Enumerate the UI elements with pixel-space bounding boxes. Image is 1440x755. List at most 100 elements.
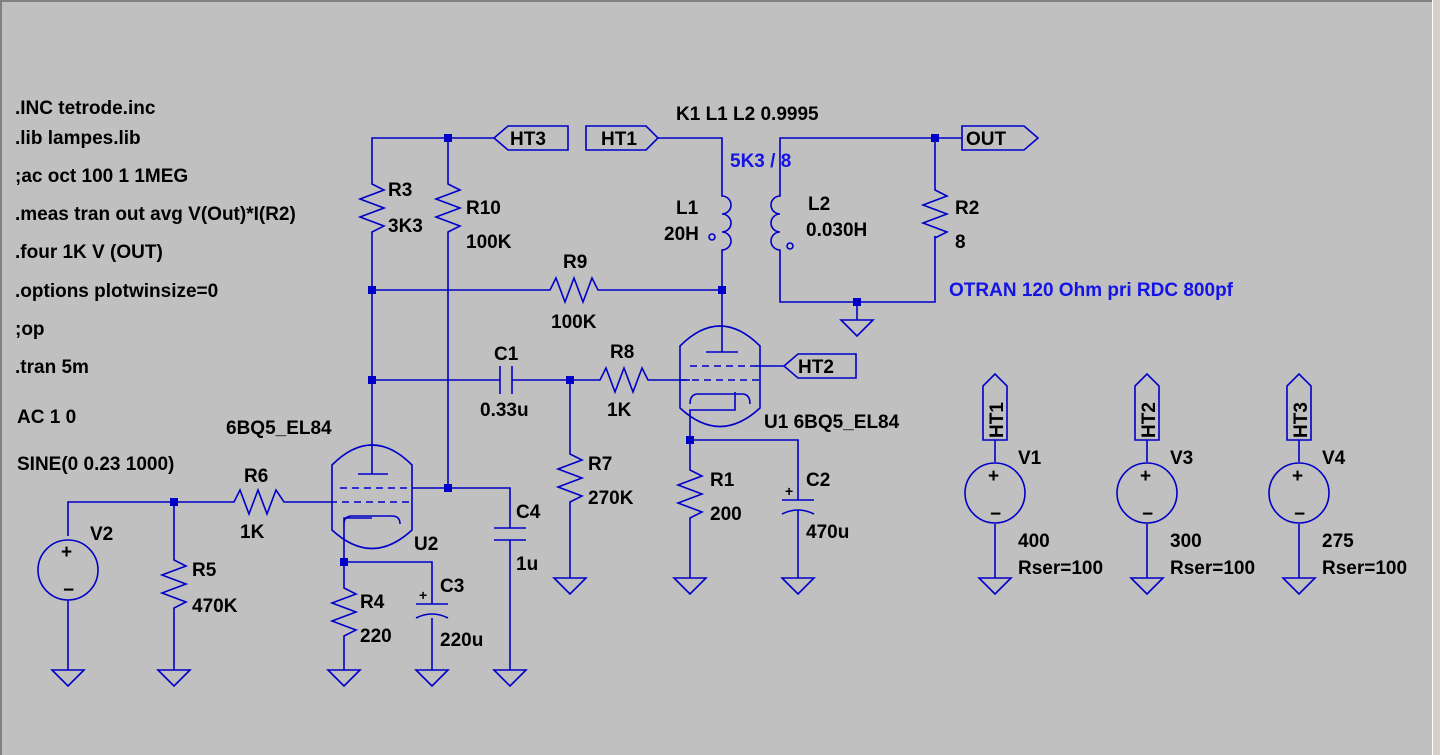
svg-text:HT2: HT2 [798, 357, 834, 378]
directive-meas[interactable]: .meas tran out avg V(Out)*I(R2) [15, 204, 296, 225]
r5-value: 470K [192, 596, 238, 617]
v3-value: 300 [1170, 531, 1202, 552]
transformer-note[interactable]: OTRAN 120 Ohm pri RDC 800pf [949, 280, 1234, 301]
resistor-r6[interactable]: R6 1K [230, 466, 290, 543]
resistor-r1[interactable]: R1 200 [675, 460, 742, 525]
u2-model: 6BQ5_EL84 [226, 418, 332, 439]
directive-four[interactable]: .four 1K V (OUT) [15, 242, 163, 263]
inductor-l2[interactable]: L2 0.030H [770, 185, 867, 258]
ground-symbol[interactable] [1129, 577, 1165, 596]
r7-label: R7 [588, 454, 612, 475]
junction-dot [718, 286, 726, 294]
r2-label: R2 [955, 198, 979, 219]
wire-u2-c3 [344, 561, 433, 596]
r4-value: 220 [360, 626, 392, 647]
c4-value: 1u [516, 554, 538, 575]
v1-label: V1 [1018, 448, 1042, 469]
v3-label: V3 [1170, 448, 1193, 469]
c2-polarity: + [785, 483, 793, 499]
v4-rser: Rser=100 [1322, 558, 1407, 579]
u1-label: U1 6BQ5_EL84 [764, 412, 900, 433]
c2-value: 470u [806, 522, 849, 543]
wire-l2-top [779, 137, 936, 185]
ground-symbol[interactable] [780, 577, 816, 596]
netlabel-out[interactable]: OUT [961, 125, 1040, 151]
directive-op[interactable]: ;op [15, 319, 45, 340]
transformer-ratio-comment[interactable]: 5K3 / 8 [730, 151, 791, 172]
resistor-r4[interactable]: R4 220 [329, 582, 392, 650]
r3-value: 3K3 [388, 216, 423, 237]
l1-value: 20H [664, 224, 699, 245]
capacitor-c3[interactable]: + C3 220u [415, 576, 483, 651]
v3-net-label: HT2 [1139, 402, 1160, 438]
svg-text:OUT: OUT [966, 129, 1007, 150]
v2-label: V2 [90, 524, 113, 545]
voltage-source-v4[interactable]: HT3 + − V4 275 Rser=100 [1268, 372, 1407, 579]
ground-symbol[interactable] [492, 669, 528, 688]
directive-lib[interactable]: .lib lampes.lib [15, 128, 141, 149]
r7-value: 270K [588, 488, 634, 509]
r6-label: R6 [244, 466, 268, 487]
ground-symbol[interactable] [977, 577, 1013, 596]
r8-label: R8 [610, 342, 634, 363]
directive-options[interactable]: .options plotwinsize=0 [15, 281, 218, 302]
junction-dot [686, 436, 694, 444]
resistor-r7[interactable]: R7 270K [555, 450, 634, 510]
resistor-r2[interactable]: R2 8 [920, 180, 979, 253]
resistor-r10[interactable]: R10 100K [433, 180, 512, 253]
ground-symbol[interactable] [672, 577, 708, 596]
ground-symbol[interactable] [552, 577, 588, 596]
svg-text:+: + [61, 542, 72, 563]
tube-u2[interactable]: 6BQ5_EL84 U2 [226, 418, 438, 555]
tube-u1[interactable]: U1 6BQ5_EL84 [679, 325, 900, 433]
netlabel-ht1[interactable]: HT1 [585, 125, 660, 151]
spice-directives: .INC tetrode.inc .lib lampes.lib ;ac oct… [15, 98, 296, 475]
wire-u1-c2 [690, 439, 799, 480]
resistor-r9[interactable]: R9 100K [546, 252, 603, 333]
c3-value: 220u [440, 630, 483, 651]
capacitor-c1[interactable]: C1 0.33u [480, 344, 529, 421]
ground-symbol[interactable] [839, 319, 875, 338]
inductor-l1[interactable]: L1 20H [664, 185, 732, 258]
l1-label: L1 [676, 198, 699, 219]
r10-value: 100K [466, 232, 512, 253]
c3-label: C3 [440, 576, 464, 597]
r6-value: 1K [240, 522, 265, 543]
capacitor-c2[interactable]: + C2 470u [781, 470, 849, 543]
voltage-source-v1[interactable]: HT1 + − V1 400 Rser=100 [964, 372, 1103, 579]
voltage-source-v3[interactable]: HT2 + − V3 300 Rser=100 [1116, 372, 1255, 579]
junction-dot [368, 376, 376, 384]
ground-symbol[interactable] [326, 669, 362, 688]
directive-tran[interactable]: .tran 5m [15, 357, 89, 378]
voltage-source-v2[interactable]: + − V2 [37, 524, 113, 601]
netlabel-ht2[interactable]: HT2 [782, 353, 857, 379]
r9-label: R9 [563, 252, 587, 273]
coupling-directive[interactable]: K1 L1 L2 0.9995 [676, 104, 819, 125]
v2-sine-spec[interactable]: SINE(0 0.23 1000) [17, 454, 174, 475]
ground-symbol[interactable] [156, 669, 192, 688]
directive-inc[interactable]: .INC tetrode.inc [15, 98, 156, 119]
svg-text:−: − [990, 504, 1001, 525]
r1-value: 200 [710, 504, 742, 525]
resistor-r3[interactable]: R3 3K3 [357, 180, 423, 237]
ground-symbol[interactable] [414, 669, 450, 688]
r3-label: R3 [388, 180, 412, 201]
junction-dot [170, 498, 178, 506]
capacitor-c4[interactable]: C4 1u [494, 502, 541, 575]
ground-symbol[interactable] [1281, 577, 1317, 596]
resistor-r8[interactable]: R8 1K [596, 342, 652, 421]
directive-ac[interactable]: ;ac oct 100 1 1MEG [15, 166, 188, 187]
netlabel-ht3[interactable]: HT3 [492, 125, 569, 151]
c2-label: C2 [806, 470, 830, 491]
vertical-scrollbar[interactable] [1432, 0, 1440, 755]
resistor-r5[interactable]: R5 470K [159, 550, 238, 620]
c1-label: C1 [494, 344, 519, 365]
v1-net-label: HT1 [987, 402, 1008, 438]
ground-symbol[interactable] [50, 669, 86, 688]
wire-u2-cathode [343, 517, 372, 562]
v2-ac-spec[interactable]: AC 1 0 [17, 407, 76, 428]
l2-value: 0.030H [806, 220, 867, 241]
